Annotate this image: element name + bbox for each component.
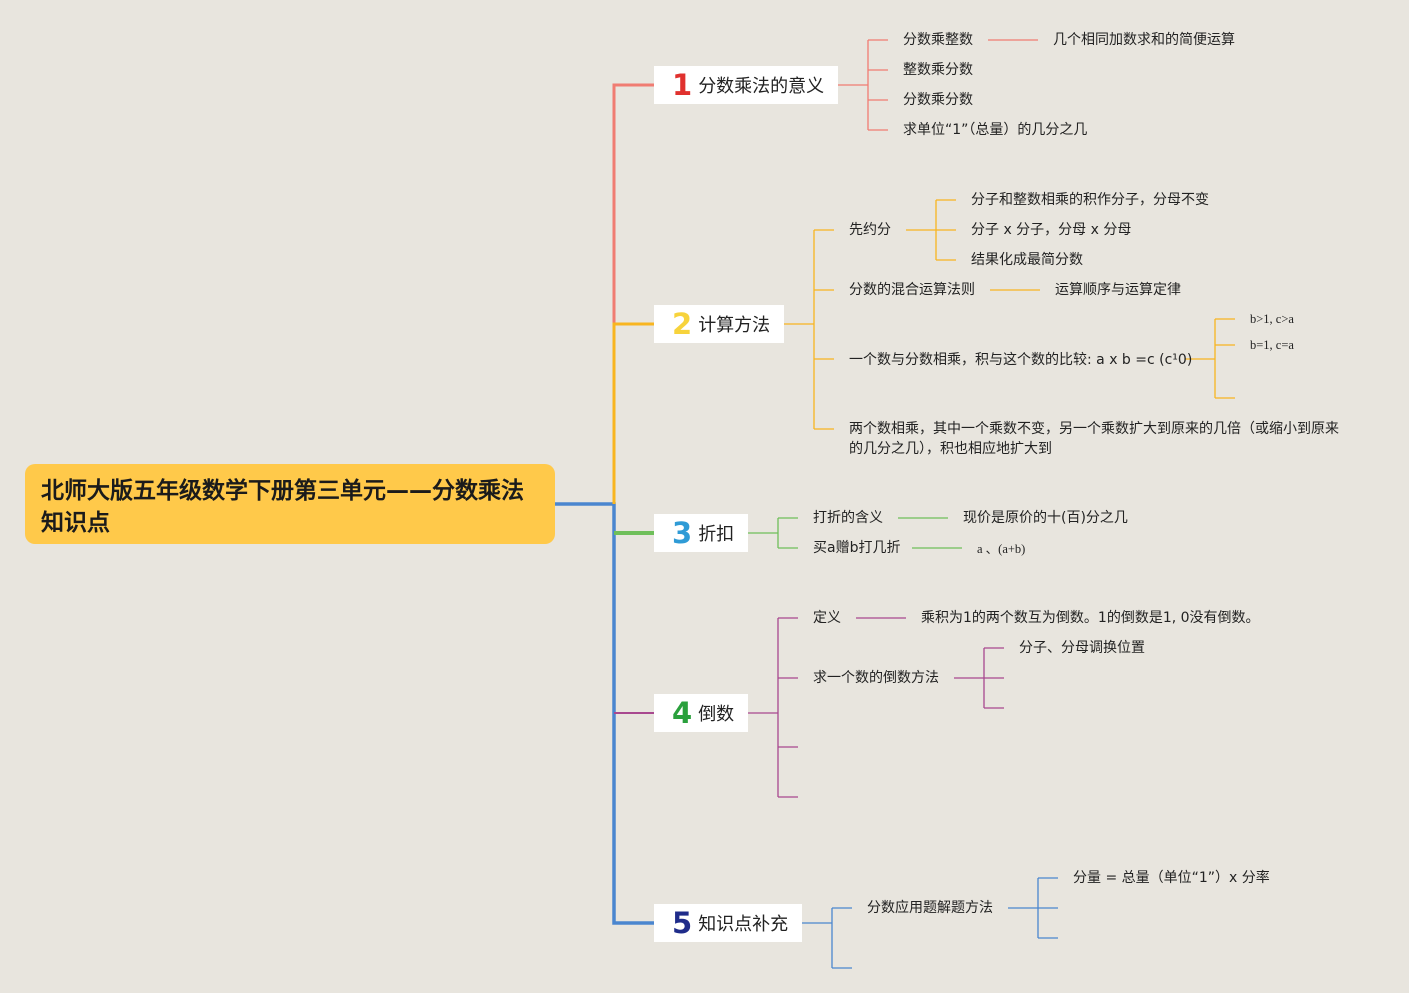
- node-mixed-operation-rule[interactable]: 分数的混合运算法则: [849, 282, 975, 298]
- b5-sub: [1008, 877, 1058, 939]
- sub-simplest-fraction[interactable]: 结果化成最简分数: [971, 252, 1083, 268]
- node-fraction-times-fraction[interactable]: 分数乘分数: [903, 92, 973, 108]
- number-5-icon: 5: [672, 906, 693, 940]
- sub-swap-numerator-denominator[interactable]: 分子、分母调换位置: [1019, 640, 1145, 656]
- branch-2-calculation[interactable]: 2 计算方法: [654, 305, 784, 343]
- b4-leaves: [778, 617, 798, 798]
- branch-1-meaning[interactable]: 1 分数乘法的意义: [654, 66, 838, 104]
- node-product-scaling[interactable]: 两个数相乘，其中一个乘数不变，另一个乘数扩大到原来的几倍（或缩小到原来的几分之几…: [849, 421, 1339, 457]
- root-topic[interactable]: 北师大版五年级数学下册第三单元——分数乘法知识点: [25, 464, 555, 544]
- number-3-icon: 3: [672, 516, 693, 550]
- node-unit-fraction-of[interactable]: 求单位“1”（总量）的几分之几: [903, 122, 1088, 138]
- branch-5-supplement[interactable]: 5 知识点补充: [654, 904, 802, 942]
- b5-stem: [802, 907, 852, 969]
- note-repeated-addition[interactable]: 几个相同加数求和的简便运算: [1053, 32, 1235, 48]
- branch-4-reciprocal[interactable]: 4 倒数: [654, 694, 748, 732]
- branch-3-discount[interactable]: 3 折扣: [654, 514, 748, 552]
- branch-5-label: 知识点补充: [698, 914, 789, 935]
- sub-b-greater-than-1[interactable]: b>1, c>a: [1250, 312, 1294, 326]
- b2-leaves: [814, 229, 834, 430]
- node-product-comparison[interactable]: 一个数与分数相乘，积与这个数的比较: a x b =c (c¹0): [849, 352, 1193, 368]
- b3-stem: [748, 517, 798, 549]
- branch-4-label: 倒数: [698, 704, 735, 725]
- branch-3-label: 折扣: [698, 524, 735, 545]
- number-1-icon: 1: [672, 68, 693, 102]
- node-fraction-times-integer[interactable]: 分数乘整数: [903, 32, 973, 48]
- node-integer-times-fraction[interactable]: 整数乘分数: [903, 62, 973, 78]
- b2-sub3: [1185, 318, 1235, 399]
- b2-sub1: [906, 199, 956, 261]
- sub-b-equals-1[interactable]: b=1, c=a: [1250, 338, 1294, 352]
- node-reduce-first[interactable]: 先约分: [849, 222, 891, 238]
- trunk-red: [612, 83, 654, 504]
- note-reciprocal-definition[interactable]: 乘积为1的两个数互为倒数。1的倒数是1, 0没有倒数。: [921, 610, 1260, 626]
- b4-sub: [954, 647, 1004, 709]
- sub-numerator-times-numerator[interactable]: 分子 x 分子，分母 x 分母: [971, 222, 1132, 238]
- branch-2-label: 计算方法: [698, 315, 771, 336]
- sub-part-equals-whole-times-rate[interactable]: 分量 = 总量（单位“1”）x 分率: [1073, 870, 1270, 886]
- note-discount-meaning[interactable]: 现价是原价的十(百)分之几: [963, 510, 1128, 526]
- node-definition[interactable]: 定义: [813, 610, 841, 626]
- node-buy-a-get-b[interactable]: 买a赠b打几折: [813, 540, 901, 556]
- b1-stem: [838, 40, 869, 130]
- trunk-orange: [612, 322, 654, 504]
- sub-numerator-times-integer[interactable]: 分子和整数相乘的积作分子，分母不变: [971, 192, 1209, 208]
- b1-leaves: [868, 39, 888, 131]
- node-word-problem-method[interactable]: 分数应用题解题方法: [867, 900, 993, 916]
- node-find-reciprocal[interactable]: 求一个数的倒数方法: [813, 670, 939, 686]
- node-discount-meaning[interactable]: 打折的含义: [813, 510, 883, 526]
- number-2-icon: 2: [672, 307, 693, 341]
- note-buy-a-get-b[interactable]: a 、(a+b): [977, 542, 1026, 556]
- b4-stem: [748, 618, 779, 797]
- branch-1-label: 分数乘法的意义: [698, 76, 825, 97]
- b2-stem: [784, 230, 815, 429]
- number-4-icon: 4: [672, 696, 693, 730]
- note-operation-order[interactable]: 运算顺序与运算定律: [1055, 282, 1181, 298]
